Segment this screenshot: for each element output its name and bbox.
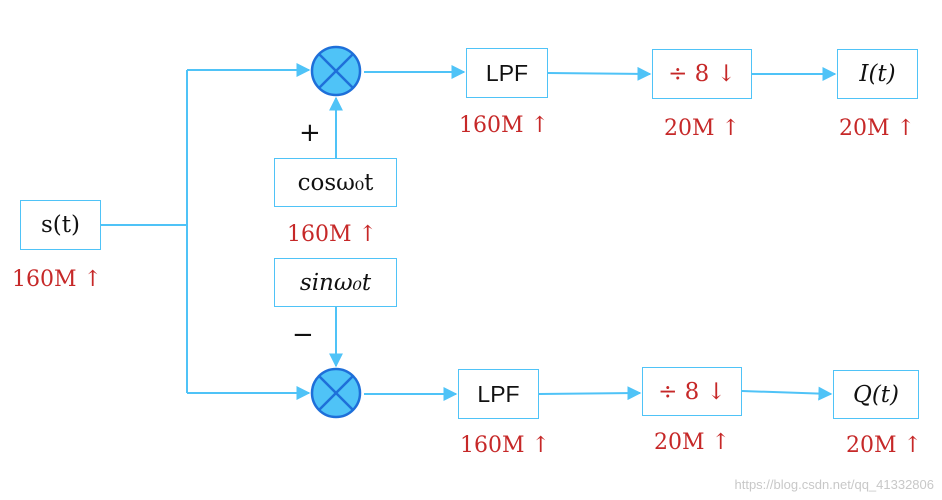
cos-oscillator-block: cosω₀t [274, 158, 397, 207]
mixer-top [310, 45, 362, 97]
source-block: s(t) [20, 200, 101, 250]
wire-decim-bottom-out [741, 386, 833, 401]
rate-output-i: 20M ↑ [839, 116, 915, 141]
rate-source: 160M ↑ [12, 267, 102, 292]
plus-sign: + [299, 118, 321, 148]
rate-output-q: 20M ↑ [846, 433, 922, 458]
rate-cos-oscillator: 160M ↑ [287, 222, 377, 247]
lpf-top-block: LPF [466, 48, 548, 98]
output-i-block: I(t) [837, 49, 918, 99]
rate-decimator-top: 20M ↑ [664, 116, 740, 141]
wire-lpf-top-decim [547, 66, 652, 81]
rate-decimator-bottom: 20M ↑ [654, 430, 730, 455]
watermark: https://blog.csdn.net/qq_41332806 [734, 477, 935, 492]
mixer-bottom [310, 367, 362, 419]
rate-lpf-bottom: 160M ↑ [460, 433, 550, 458]
wire-lpf-bottom-decim [538, 386, 642, 401]
decimator-top-block: ÷ 8 ↓ [652, 49, 752, 99]
rate-lpf-top: 160M ↑ [459, 113, 549, 138]
output-q-block: Q(t) [833, 370, 919, 419]
minus-sign: − [292, 320, 314, 350]
lpf-bottom-block: LPF [458, 369, 539, 419]
decimator-bottom-block: ÷ 8 ↓ [642, 367, 742, 416]
sin-oscillator-block: sinω₀t [274, 258, 397, 307]
